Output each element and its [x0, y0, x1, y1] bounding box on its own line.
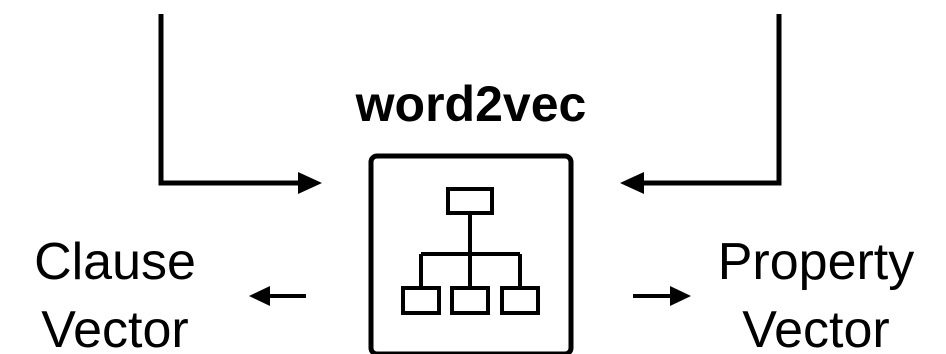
left-input-connector [158, 14, 322, 194]
left-output-arrow [249, 286, 306, 306]
clause-vector-line2: Vector [41, 301, 188, 354]
property-vector-line1: Property [718, 233, 915, 291]
right-output-arrow [633, 286, 691, 306]
model-box [368, 153, 574, 354]
property-vector-label: Property Vector [718, 233, 915, 354]
clause-vector-label: Clause Vector [34, 233, 196, 354]
clause-vector-line1: Clause [34, 233, 196, 291]
model-title: word2vec [355, 76, 587, 132]
left-input-arrowhead [298, 172, 322, 194]
right-input-arrowhead [620, 172, 644, 194]
hierarchy-icon [401, 187, 540, 315]
property-vector-line2: Vector [742, 301, 889, 354]
right-input-connector [620, 14, 782, 194]
